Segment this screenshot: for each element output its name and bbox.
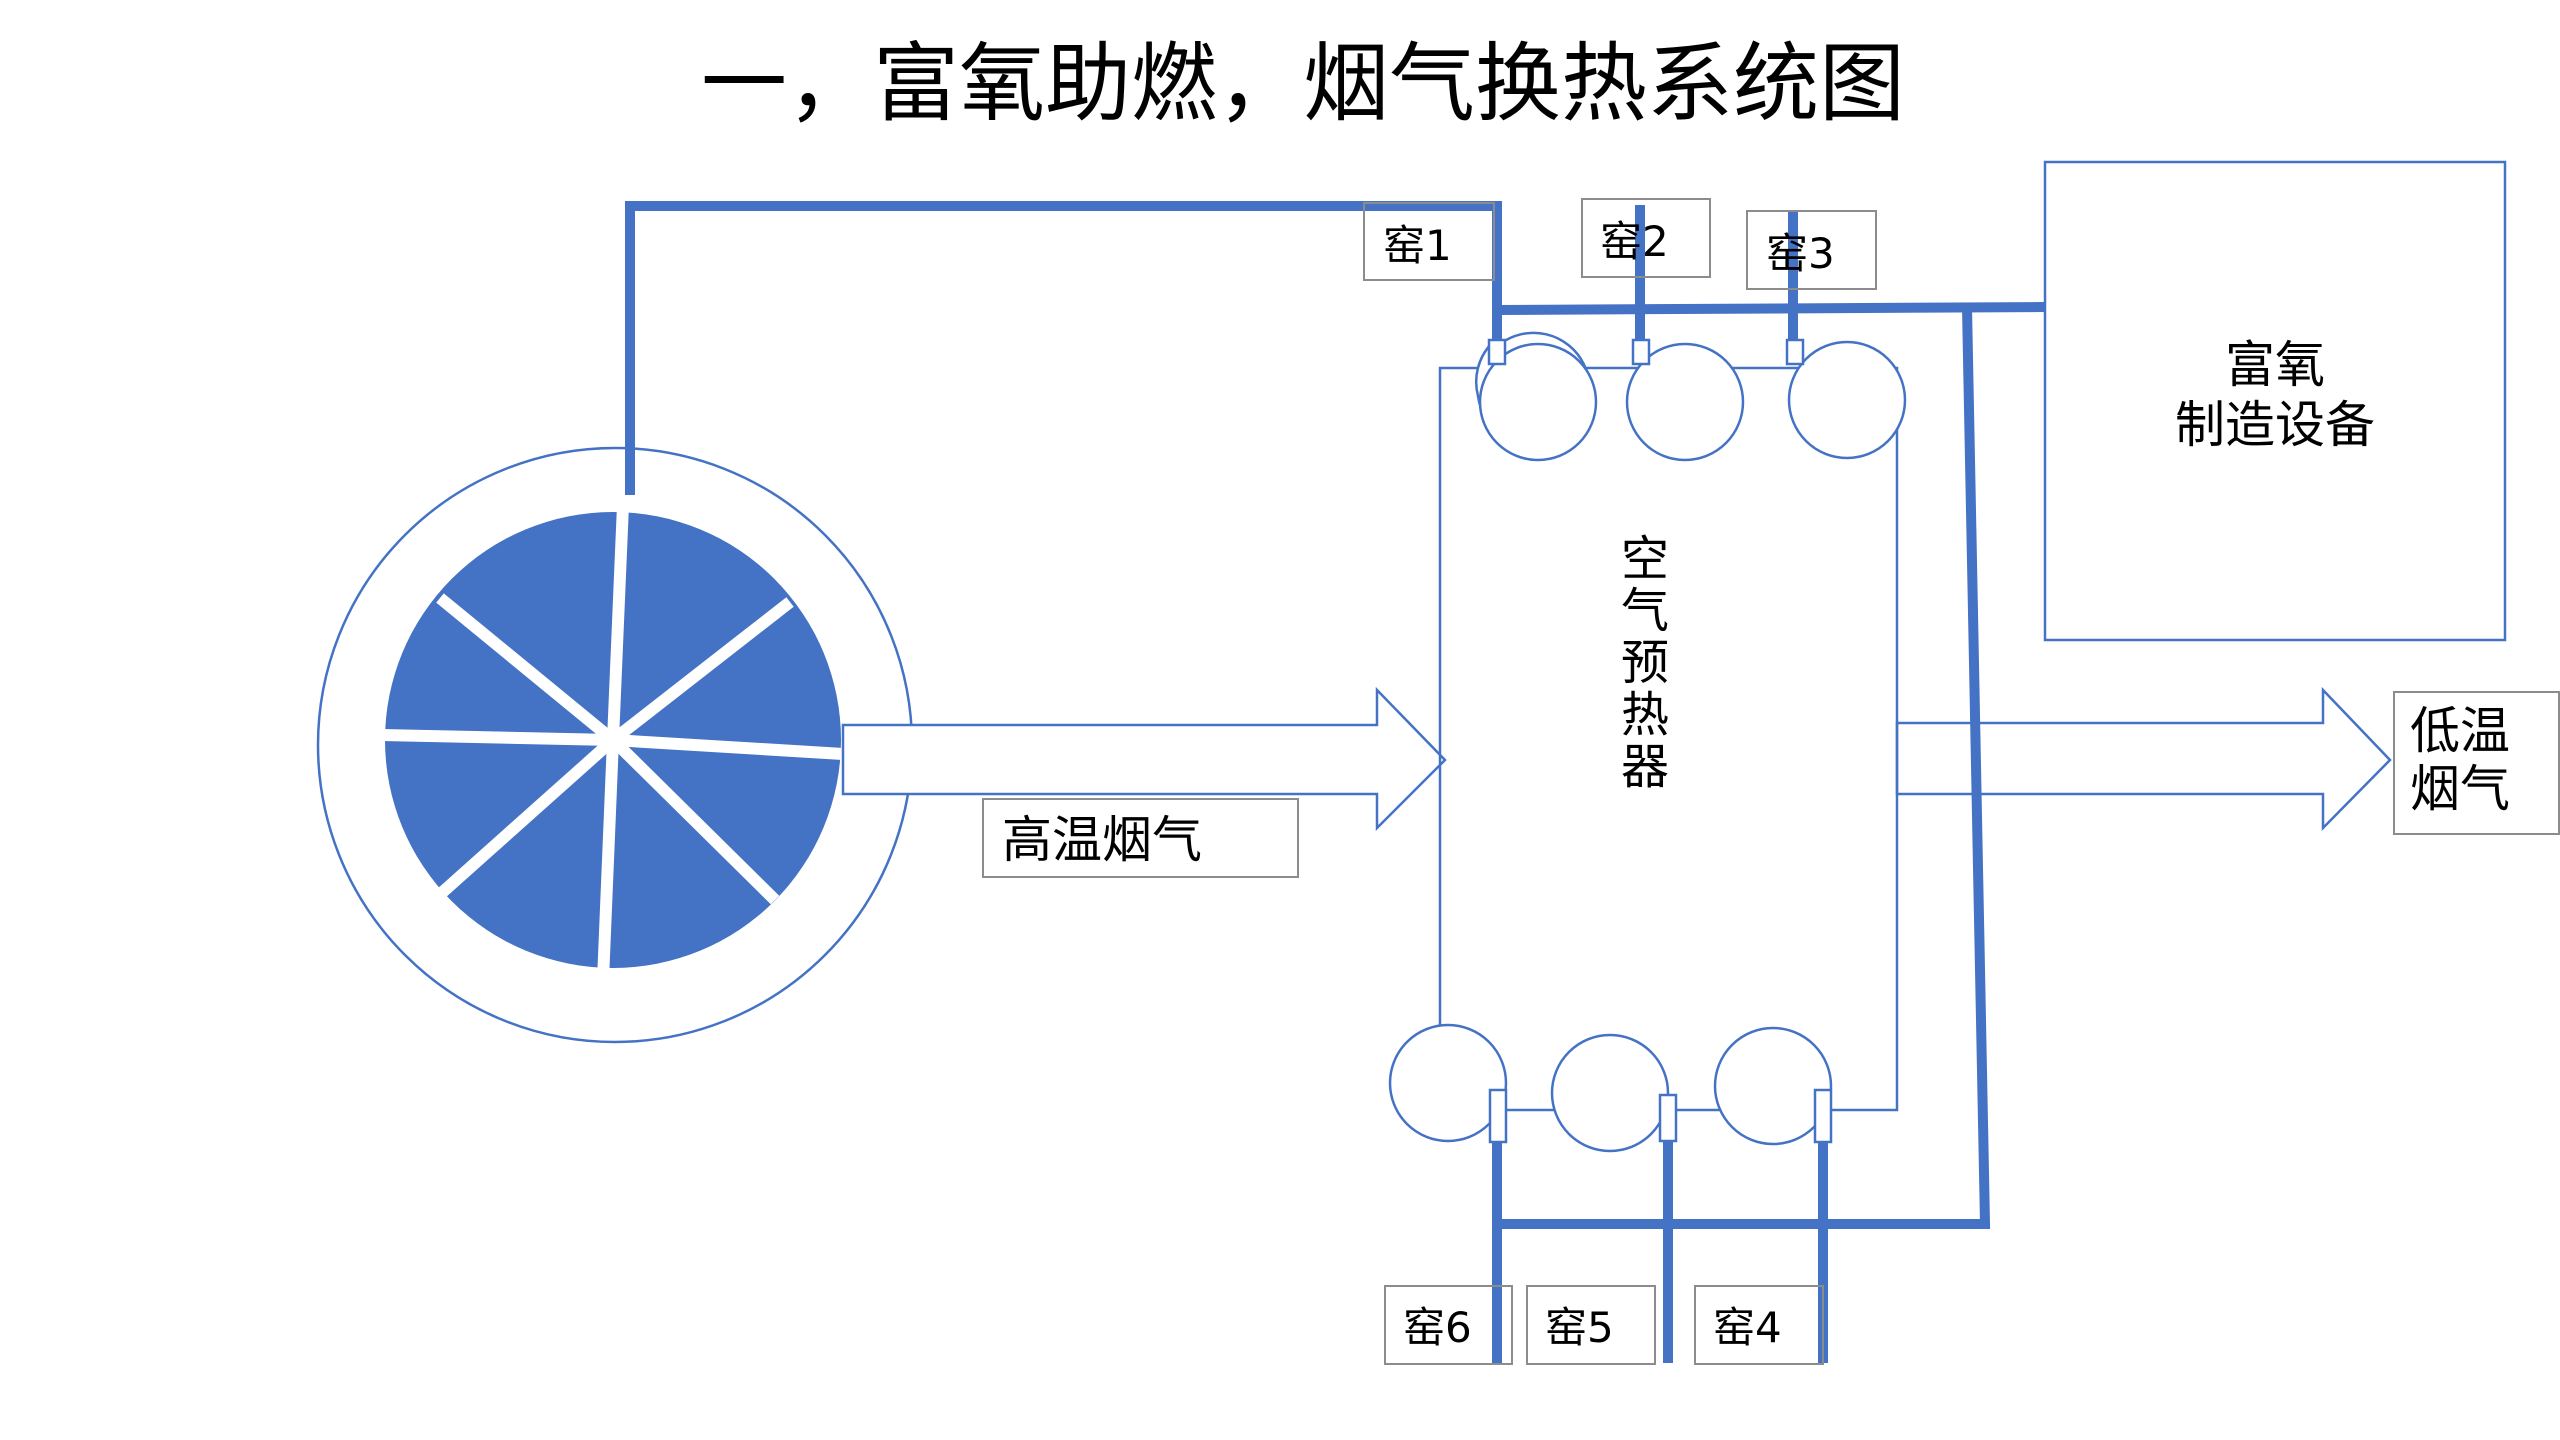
kiln3-box bbox=[1746, 210, 1877, 290]
fan-kiln2 bbox=[1625, 338, 1745, 462]
fan-kiln4 bbox=[1713, 1026, 1833, 1146]
hot-flue-gas-arrow bbox=[841, 686, 1447, 832]
kiln2-label: 窑2 bbox=[1600, 217, 1669, 266]
oxygen-equipment-box bbox=[2043, 160, 2507, 642]
wheel-spokes bbox=[381, 504, 844, 981]
fan-kiln1 bbox=[1474, 331, 1598, 462]
kiln-label-boxes-top bbox=[1363, 198, 1877, 290]
kiln1-label: 窑1 bbox=[1383, 221, 1452, 270]
kiln6-label: 窑6 bbox=[1403, 1303, 1472, 1352]
air-preheater-char-2: 预 bbox=[1621, 635, 1669, 691]
fan-kiln5 bbox=[1550, 1033, 1678, 1153]
kiln4-box bbox=[1694, 1285, 1824, 1365]
pipe-wheel-to-kiln1 bbox=[625, 201, 1502, 495]
oxygen-equipment-label-line2: 制造设备 bbox=[2175, 396, 2375, 454]
oxygen-equipment-label-line1: 富氧 bbox=[2225, 336, 2325, 394]
kiln5-box bbox=[1526, 1285, 1656, 1365]
pipe-top-manifold bbox=[1496, 302, 2046, 315]
page-title: 一，富氧助燃，烟气换热系统图 bbox=[701, 34, 1905, 134]
fan-kiln6 bbox=[1388, 1023, 1508, 1144]
kiln4-label: 窑4 bbox=[1713, 1303, 1782, 1352]
hot-flue-gas-label-box bbox=[982, 798, 1299, 878]
air-preheater-char-3: 热 bbox=[1621, 687, 1669, 743]
rotary-wheel bbox=[316, 446, 914, 1044]
kiln5-label: 窑5 bbox=[1545, 1303, 1614, 1352]
kiln6-box bbox=[1384, 1285, 1513, 1365]
kiln-label-boxes-bottom bbox=[1384, 1285, 1824, 1365]
hot-flue-gas-label: 高温烟气 bbox=[1002, 811, 1202, 869]
bottom-fans bbox=[1388, 1023, 1833, 1153]
pipe-right-return bbox=[1497, 306, 1991, 1229]
air-preheater-label: 空 气 预 热 器 bbox=[1621, 531, 1669, 795]
cool-flue-gas-label-line2: 烟气 bbox=[2410, 760, 2510, 818]
cool-flue-gas-label-box bbox=[2393, 691, 2560, 835]
kiln1-box bbox=[1363, 202, 1495, 281]
pipe-network bbox=[625, 201, 2046, 1363]
top-fans bbox=[1474, 331, 1907, 462]
air-preheater-char-4: 器 bbox=[1621, 739, 1669, 795]
fan-kiln3 bbox=[1785, 338, 1907, 460]
air-preheater-char-0: 空 bbox=[1621, 531, 1669, 587]
cool-flue-gas-label-line1: 低温 bbox=[2410, 702, 2510, 760]
cool-flue-gas-arrow bbox=[1895, 686, 2392, 832]
kiln3-label: 窑3 bbox=[1766, 229, 1835, 278]
kiln2-box bbox=[1581, 198, 1711, 278]
air-preheater-char-1: 气 bbox=[1621, 583, 1669, 639]
